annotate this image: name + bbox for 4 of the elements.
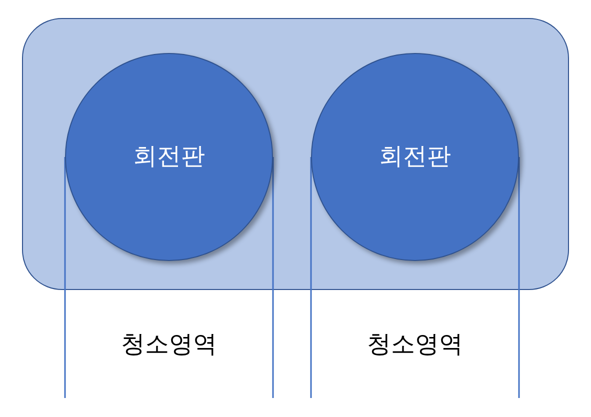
area-label: 청소영역: [121, 330, 217, 360]
area-label: 청소영역: [367, 330, 463, 360]
disc-label: 회전판: [133, 142, 205, 172]
disc-label: 회전판: [379, 142, 451, 172]
